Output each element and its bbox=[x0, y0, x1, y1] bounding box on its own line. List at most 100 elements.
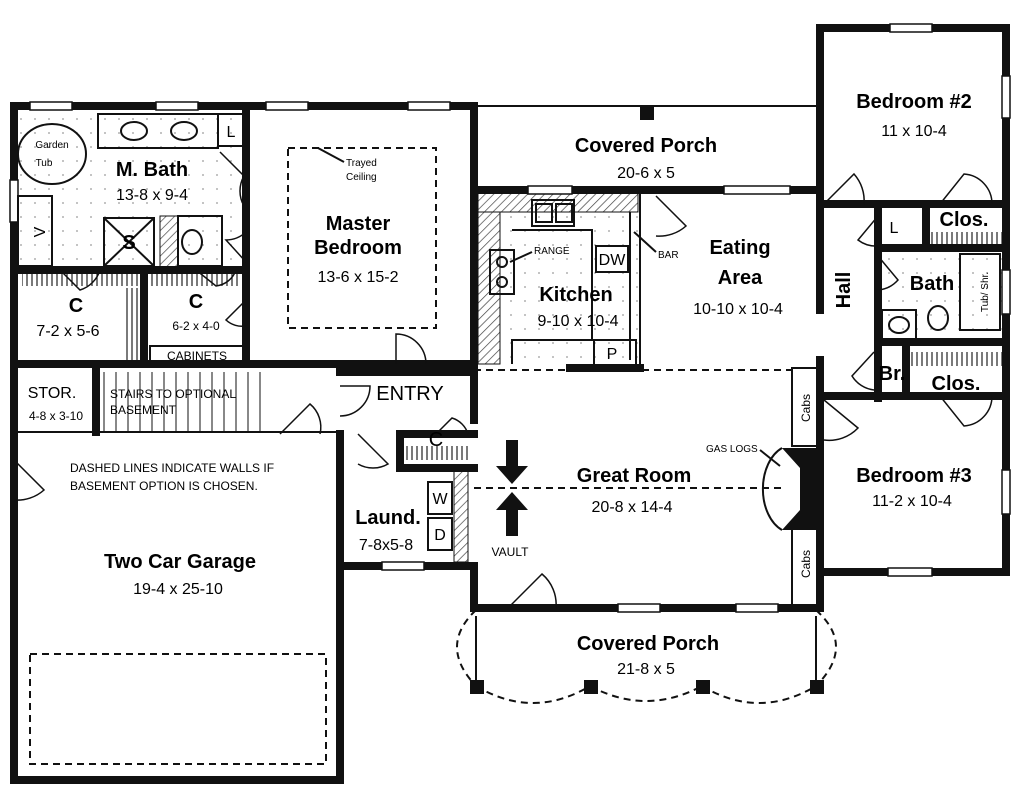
label-stor: STOR. bbox=[28, 385, 77, 402]
label-stairs-1: STAIRS TO OPTIONAL bbox=[110, 387, 236, 401]
dim-master: 13-6 x 15-2 bbox=[318, 269, 399, 286]
label-dryer: D bbox=[434, 527, 446, 544]
kitchen-island bbox=[511, 229, 593, 364]
porch-arc-right bbox=[815, 609, 837, 687]
label-bedroom2: Bedroom #2 bbox=[856, 91, 972, 113]
garden-tub-outline bbox=[17, 123, 87, 185]
stairs-treads bbox=[103, 372, 261, 432]
bath-tile-floor bbox=[878, 250, 1004, 340]
porch-post-rear bbox=[640, 106, 654, 120]
door-laund bbox=[357, 433, 390, 469]
porch-arc-bottom-3 bbox=[701, 685, 817, 704]
label-trayed-1: Trayed bbox=[346, 158, 377, 169]
closet-rod-clos-top bbox=[928, 232, 1004, 246]
dim-kitchen: 9-10 x 10-4 bbox=[538, 313, 619, 330]
label-kitchen: Kitchen bbox=[539, 284, 612, 306]
dryer-box bbox=[427, 517, 453, 551]
dim-stor: 4-8 x 3-10 bbox=[29, 409, 83, 423]
label-cabs-bottom: Cabs bbox=[799, 550, 813, 578]
porch-post-3 bbox=[696, 680, 710, 694]
label-gas-logs: GAS LOGS bbox=[706, 444, 758, 455]
label-eating-1: Eating bbox=[709, 237, 770, 259]
porch-arc-bottom-2 bbox=[589, 685, 703, 702]
mbath-shower-wall bbox=[159, 215, 179, 269]
window-mbath-2 bbox=[155, 101, 199, 111]
dim-c-left: 7-2 x 5-6 bbox=[36, 323, 99, 340]
label-vanity-v: V bbox=[32, 226, 49, 237]
cabs-top-box bbox=[791, 367, 821, 447]
cabinets-box bbox=[149, 345, 245, 365]
closet-rod-c-laund bbox=[404, 446, 468, 460]
window-kitchen bbox=[527, 185, 573, 195]
label-bedroom3: Bedroom #3 bbox=[856, 465, 972, 487]
label-c-mid: C bbox=[189, 291, 203, 313]
gaslogs-leader bbox=[759, 449, 781, 467]
label-great-room: Great Room bbox=[577, 465, 691, 487]
window-eating bbox=[723, 185, 791, 195]
door-stairs bbox=[279, 402, 322, 435]
porch-post-2 bbox=[584, 680, 598, 694]
bath-sink bbox=[888, 316, 910, 334]
door-garage bbox=[13, 459, 46, 501]
trayed-leader bbox=[317, 147, 345, 163]
door-great-front bbox=[507, 572, 557, 609]
laundry-counter bbox=[453, 469, 469, 563]
door-c-laund bbox=[435, 417, 469, 435]
door-c-left bbox=[59, 269, 101, 291]
label-master-1: Master bbox=[326, 213, 391, 235]
label-clos-bottom: Clos. bbox=[932, 373, 981, 395]
shower-diag-2 bbox=[103, 217, 155, 267]
label-tub-shr: Tub/ Shr. bbox=[980, 272, 991, 312]
range-leader bbox=[509, 251, 533, 263]
kitchen-counter-top bbox=[477, 191, 639, 213]
mbath-shower bbox=[103, 217, 155, 267]
mbath-sink-2 bbox=[170, 121, 198, 141]
range-burner-1 bbox=[496, 256, 508, 268]
door-br bbox=[851, 351, 875, 391]
window-left-wall bbox=[9, 179, 19, 223]
porch-post-1 bbox=[470, 680, 484, 694]
dim-laund: 7-8x5-8 bbox=[359, 537, 413, 554]
bar-leader bbox=[633, 231, 657, 253]
mbath-sink-1 bbox=[120, 121, 148, 141]
label-dashed-note-1: DASHED LINES INDICATE WALLS IF bbox=[70, 461, 274, 475]
label-garden-tub-1: Garden bbox=[35, 140, 68, 151]
fireplace-hearth bbox=[761, 447, 783, 531]
vault-arrow-up bbox=[496, 492, 528, 536]
window-master-1 bbox=[265, 101, 309, 111]
window-bath-right bbox=[1001, 269, 1011, 315]
dim-great-room: 20-8 x 14-4 bbox=[592, 499, 673, 516]
label-dashed-note-2: BASEMENT OPTION IS CHOSEN. bbox=[70, 479, 258, 493]
label-c-laund: C bbox=[429, 429, 443, 451]
dim-covered-porch-rear: 20-6 x 5 bbox=[617, 165, 675, 182]
label-shower-s: S bbox=[122, 232, 135, 254]
label-pantry: P bbox=[607, 346, 618, 363]
door-c-side bbox=[224, 299, 247, 328]
label-stairs-2: BASEMENT bbox=[110, 403, 177, 417]
window-bed2-right bbox=[1001, 75, 1011, 119]
label-master-2: Bedroom bbox=[314, 237, 402, 259]
label-linen-l-mbath: L bbox=[227, 124, 236, 141]
window-mbath-1 bbox=[29, 101, 73, 111]
kitchen-sink-basin-1 bbox=[535, 203, 553, 223]
closet-rod-left bbox=[22, 272, 140, 286]
door-entry-front bbox=[339, 385, 371, 417]
label-garden-tub-2: Tub bbox=[36, 158, 53, 169]
door-mbath-master bbox=[224, 231, 247, 263]
closet-rod-mid bbox=[148, 272, 240, 286]
label-covered-porch-rear: Covered Porch bbox=[575, 135, 717, 157]
door-master-entry bbox=[395, 333, 427, 365]
dim-c-mid: 6-2 x 4-0 bbox=[172, 319, 220, 333]
window-bed3-bottom bbox=[887, 567, 933, 577]
closet-rod-c-left-side bbox=[126, 288, 140, 360]
mbath-linen bbox=[217, 113, 245, 147]
porch-arc-bottom-1 bbox=[475, 685, 591, 704]
window-great-1 bbox=[617, 603, 661, 613]
mbath-wc-stall bbox=[177, 215, 223, 267]
porch-post-4 bbox=[810, 680, 824, 694]
door-clos-top bbox=[939, 173, 993, 205]
label-bar: BAR bbox=[658, 250, 679, 261]
label-eating-2: Area bbox=[718, 267, 763, 289]
kitchen-dw bbox=[595, 245, 629, 273]
master-trayed-ceiling bbox=[287, 147, 437, 329]
